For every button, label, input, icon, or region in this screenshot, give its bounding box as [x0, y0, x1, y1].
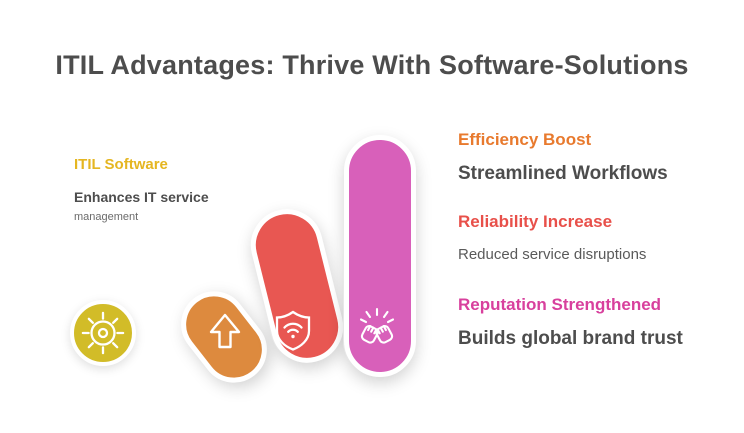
shield-signal-icon	[270, 305, 316, 353]
benefit-reputation: Reputation Strengthened Builds global br…	[458, 295, 698, 350]
benefit-efficiency: Efficiency Boost Streamlined Workflows	[458, 130, 698, 185]
left-panel-line2: management	[74, 211, 139, 223]
left-panel: ITIL Software Enhances IT service manage…	[74, 156, 234, 223]
benefit-reputation-description: Builds global brand trust	[458, 328, 683, 349]
benefit-reliability-description: Reduced service disruptions	[458, 246, 647, 263]
page-title: ITIL Advantages: Thrive With Software-So…	[55, 50, 689, 80]
left-panel-heading: ITIL Software	[74, 156, 168, 173]
fist-bump-icon	[352, 303, 402, 355]
yellow-badge	[70, 300, 136, 366]
gear-sun-icon	[80, 310, 126, 356]
benefit-efficiency-description: Streamlined Workflows	[458, 163, 668, 184]
arrow-up-icon	[202, 307, 248, 353]
benefit-efficiency-heading: Efficiency Boost	[458, 130, 592, 149]
left-panel-line1: Enhances IT service	[74, 189, 209, 205]
benefit-reputation-heading: Reputation Strengthened	[458, 295, 662, 314]
benefit-reliability-heading: Reliability Increase	[458, 212, 613, 231]
benefit-reliability: Reliability Increase Reduced service dis…	[458, 212, 698, 263]
bar-large-pink	[344, 135, 416, 377]
